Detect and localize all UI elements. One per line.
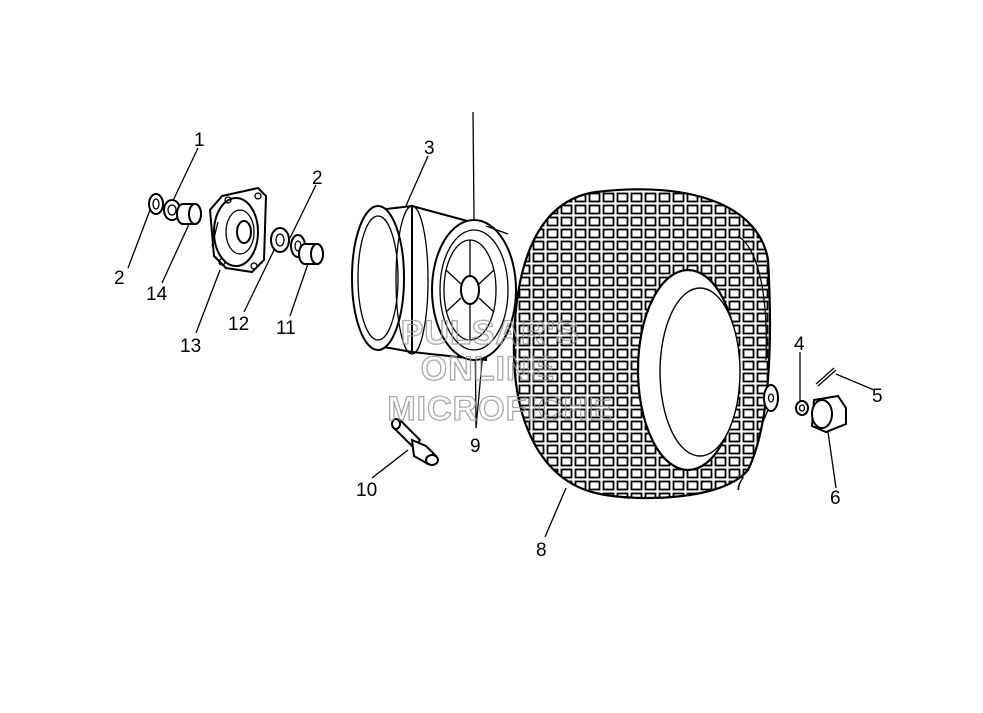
washer-7 xyxy=(763,384,779,412)
watermark-line-2: ONLINE xyxy=(421,350,555,388)
callout-14: 14 xyxy=(146,284,168,305)
callout-2-right: 2 xyxy=(312,168,323,189)
watermark-line-3: MICROFICHE xyxy=(387,390,612,428)
spacer-14 xyxy=(176,203,202,225)
callout-7: 7 xyxy=(734,474,745,495)
callout-10: 10 xyxy=(356,480,377,501)
callout-13: 13 xyxy=(180,336,201,357)
cotter-pin-5 xyxy=(815,367,837,387)
callout-8: 8 xyxy=(536,540,547,561)
callout-2-left: 2 xyxy=(114,268,125,289)
callout-12: 12 xyxy=(228,314,249,335)
callout-4: 4 xyxy=(794,334,805,355)
valve-stem-10 xyxy=(391,418,439,466)
callout-5: 5 xyxy=(872,386,883,407)
nut-4 xyxy=(795,400,809,416)
callout-3: 3 xyxy=(424,138,435,159)
washer-2-left xyxy=(148,193,164,215)
tire-8 xyxy=(512,188,772,500)
callout-6: 6 xyxy=(830,488,841,509)
callout-9: 9 xyxy=(470,436,481,457)
spacer-11 xyxy=(298,243,324,265)
bearing-12 xyxy=(270,227,290,253)
callout-1: 1 xyxy=(194,130,205,151)
rim-9 xyxy=(431,219,517,361)
callout-11: 11 xyxy=(276,318,296,339)
callout-labels: 1 2 14 13 2 12 11 3 9 10 8 4 5 7 6 xyxy=(114,130,883,561)
watermark: PULSAR'S ONLINE MICROFICHE xyxy=(387,313,613,428)
watermark-line-1: PULSAR'S xyxy=(401,314,580,352)
cap-6 xyxy=(810,394,847,434)
hub-13 xyxy=(208,186,268,274)
